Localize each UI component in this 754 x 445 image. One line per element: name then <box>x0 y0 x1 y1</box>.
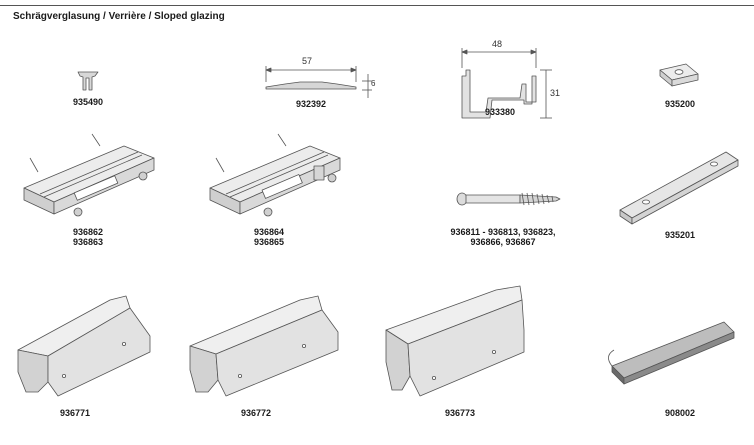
part-936862-drawing <box>23 133 155 217</box>
dim-height-932392: 6 <box>371 79 376 88</box>
dim-width-933380: 48 <box>492 39 503 49</box>
dim-height-933380: 31 <box>550 88 561 98</box>
part-908002-drawing <box>608 321 735 385</box>
part-935201-drawing <box>619 151 739 225</box>
part-936864-drawing <box>209 133 341 217</box>
part-code-936771: 936771 <box>59 408 91 418</box>
part-code-935490: 935490 <box>72 97 104 107</box>
header-rule <box>0 5 754 6</box>
part-code-936866-936867: 936866, 936867 <box>470 237 536 247</box>
part-code-936864: 936864 <box>253 227 285 237</box>
part-936811-drawing <box>456 192 561 206</box>
part-code-932392: 932392 <box>295 99 327 109</box>
part-code-933380: 933380 <box>484 107 516 117</box>
part-code-936772: 936772 <box>240 408 272 418</box>
part-code-936773: 936773 <box>444 408 476 418</box>
part-936772-drawing <box>189 295 339 397</box>
part-code-935200: 935200 <box>664 99 696 109</box>
part-932392-drawing <box>265 66 372 98</box>
page-title: Schrägverglasung / Verrière / Sloped gla… <box>13 11 225 22</box>
part-933380-drawing <box>461 48 552 119</box>
part-code-936862: 936862 <box>72 227 104 237</box>
part-code-936863: 936863 <box>72 237 104 247</box>
part-code-935201: 935201 <box>664 230 696 240</box>
part-code-936865: 936865 <box>253 237 285 247</box>
part-935200-drawing <box>659 63 699 87</box>
part-936773-drawing <box>385 285 525 397</box>
part-code-908002: 908002 <box>664 408 696 418</box>
part-935490-drawing <box>77 71 99 91</box>
part-936771-drawing <box>17 295 151 397</box>
dim-width-932392: 57 <box>302 56 313 66</box>
part-code-936811-936813-936823: 936811 - 936813, 936823, <box>450 227 556 237</box>
